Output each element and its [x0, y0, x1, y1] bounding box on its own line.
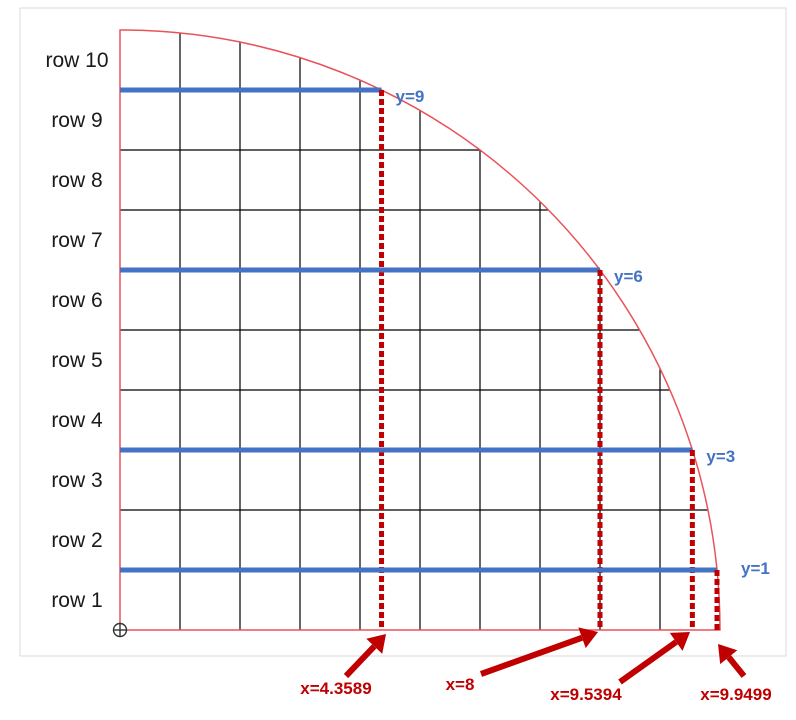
x-arrows: x=4.3589 x=8 x=9.5394 x=9.9499	[300, 627, 772, 704]
arrow-head	[578, 627, 598, 649]
quarter-circle-outline	[119, 29, 721, 631]
row-label: row 4	[51, 409, 103, 432]
row-label: row 8	[51, 169, 102, 192]
row-label: row 3	[51, 469, 102, 492]
grid	[120, 33, 717, 630]
x-label: x=9.5394	[550, 685, 622, 704]
arrow-shaft	[618, 639, 678, 685]
y-label: y=1	[741, 559, 770, 578]
row-label: row 6	[51, 289, 102, 312]
y-label: y=9	[396, 87, 425, 106]
arrow-shaft	[726, 655, 747, 678]
arrow-shaft	[479, 634, 584, 677]
arrow-shaft	[343, 644, 377, 679]
y-label: y=6	[614, 267, 643, 286]
row-label: row 7	[51, 229, 102, 252]
origin-marker	[112, 622, 128, 638]
y-label: y=3	[706, 447, 735, 466]
x-label: x=8	[446, 675, 475, 694]
slice-lines: y=9 y=6 y=3 y=1	[120, 87, 770, 630]
x-label: x=9.9499	[700, 685, 771, 704]
x-label: x=4.3589	[300, 679, 371, 698]
row-label: row 5	[51, 349, 102, 372]
row-labels: row 1 row 2 row 3 row 4 row 5 row 6 row 7 row 8…	[45, 49, 108, 612]
circle-arc	[119, 29, 721, 631]
arrow-head	[718, 644, 738, 665]
row-label: row 9	[51, 109, 102, 132]
row-label: row 2	[51, 529, 102, 552]
arrow-head	[669, 632, 690, 651]
figure-frame	[19, 7, 787, 657]
row-label: row 1	[51, 589, 102, 612]
row-label: row 10	[45, 49, 108, 72]
arrow-head	[366, 634, 386, 654]
